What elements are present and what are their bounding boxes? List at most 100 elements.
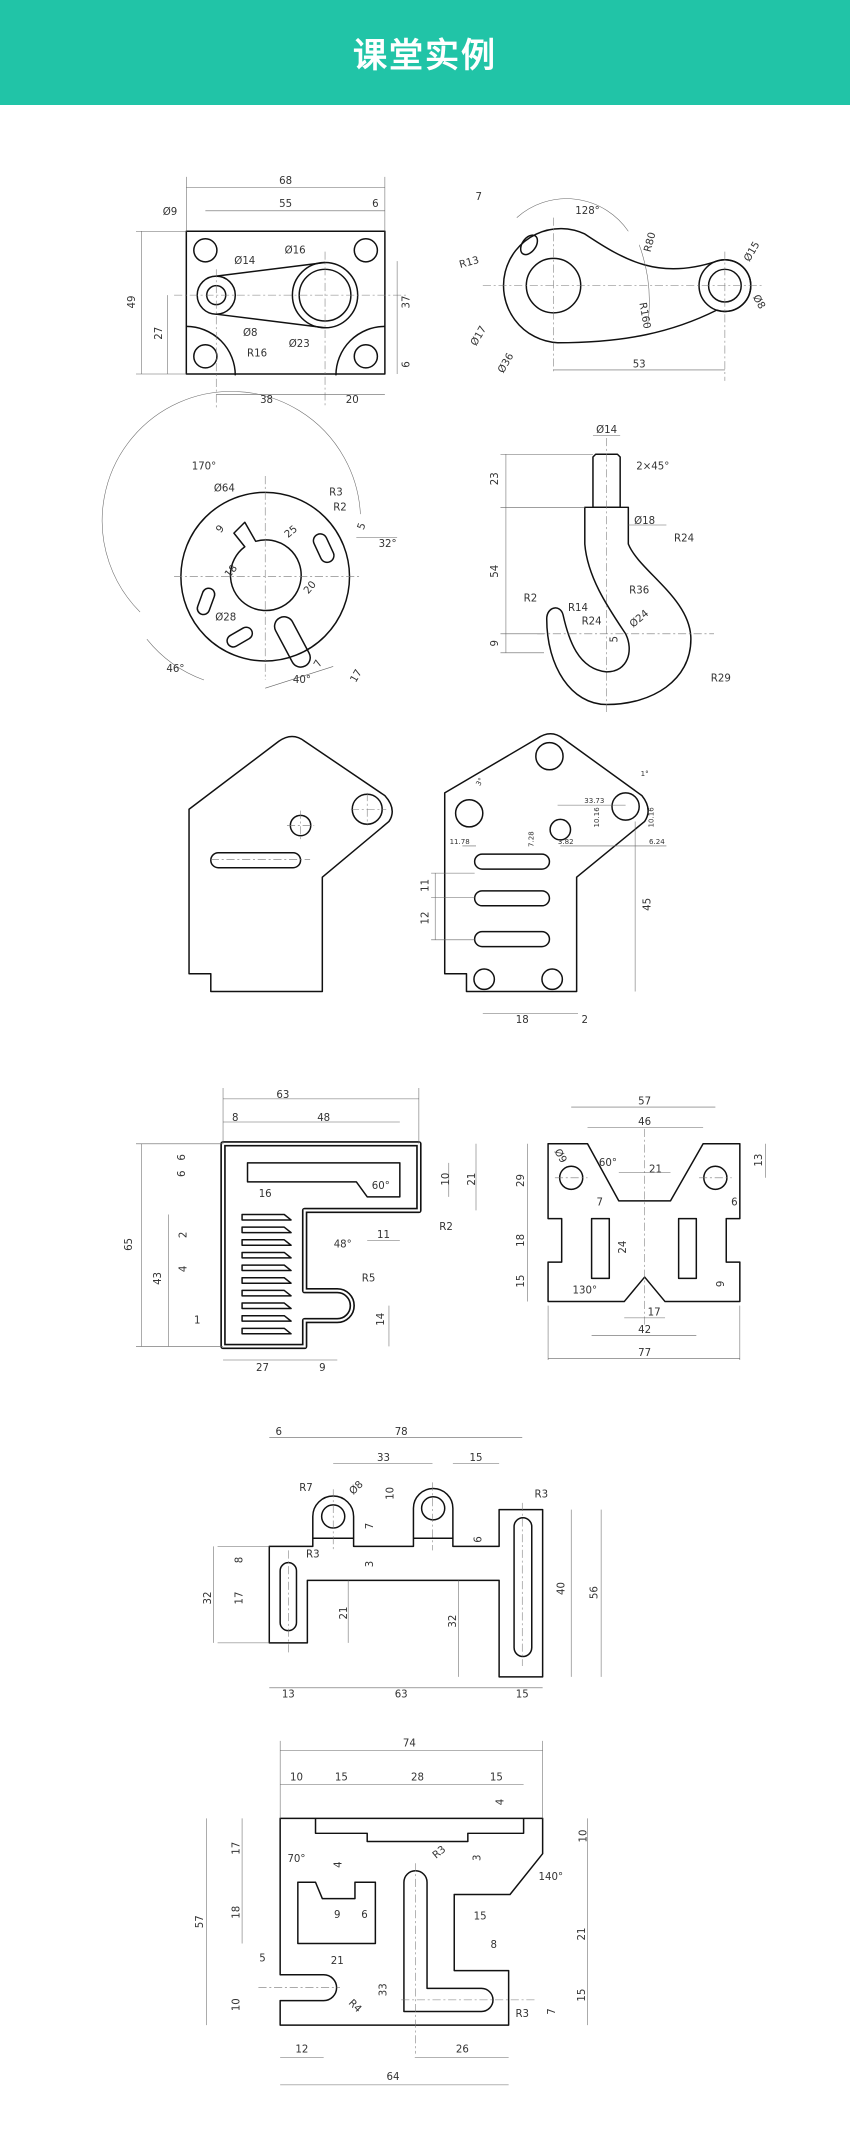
dimension-label: 54 (490, 565, 501, 578)
dimension-label: Ø14 (596, 424, 617, 436)
dimension-label: 15 (516, 1690, 529, 1701)
dimension-label: 33 (379, 1983, 390, 1996)
dimension-label: 128° (575, 206, 600, 217)
dimension-label: 2×45° (636, 462, 669, 473)
dimension-label: 9 (319, 1363, 325, 1374)
dimension-label: 2 (179, 1232, 190, 1238)
dimension-label: 20 (346, 395, 359, 406)
dimension-label: R3 (534, 1490, 548, 1501)
dimension-label: 74 (403, 1739, 416, 1750)
dimension-label: 53 (633, 360, 646, 371)
dimension-label: 15 (335, 1773, 348, 1784)
dimension-label: 7.28 (527, 831, 536, 847)
dimension-label: 12 (295, 2045, 308, 2056)
comb-slot (241, 1302, 292, 1310)
dimension-label: 28 (411, 1773, 424, 1784)
dimension-label: 18 (232, 1906, 243, 1919)
dimension-label: 32° (379, 539, 397, 550)
dimension-label: 16 (259, 1189, 272, 1200)
dimension-label: 18 (516, 1015, 529, 1026)
dimension-label: 170° (192, 462, 217, 473)
dimension-label: Ø14 (234, 255, 255, 267)
dimension-label: 46° (166, 664, 184, 675)
dimension-label: 11 (421, 879, 432, 892)
dimension-label: 25 (283, 524, 300, 541)
dimension-label: R3 (329, 487, 343, 498)
dimension-label: 48° (334, 1239, 352, 1250)
dimension-label: 40 (557, 1582, 568, 1595)
dimension-label: 15 (577, 1989, 588, 2002)
dimension-label: 18 (223, 563, 240, 580)
dimension-label: Ø9 (551, 1147, 569, 1166)
dimension-label: 77 (638, 1348, 651, 1359)
dimension-label: 10 (385, 1487, 396, 1500)
dimension-label: 23 (490, 472, 501, 485)
dimension-label: 9 (716, 1281, 727, 1287)
header-banner: 课堂实例 (0, 0, 850, 105)
dimension-label: 6 (177, 1170, 188, 1176)
dimension-label: 6 (372, 199, 378, 210)
dimension-label: R2 (333, 502, 347, 513)
comb-slot (241, 1289, 292, 1297)
dimension-label: 4 (334, 1861, 345, 1867)
dimension-label: Ø9 (163, 206, 178, 218)
dimension-label: 10 (441, 1173, 452, 1186)
dimension-label: R14 (568, 603, 588, 614)
dimension-label: 6 (276, 1427, 282, 1438)
dimension-label: 3° (474, 776, 486, 787)
comb-slot (241, 1239, 292, 1246)
dimension-label: 33 (377, 1453, 390, 1464)
dimension-label: 42 (638, 1325, 651, 1336)
dimension-label: 15 (516, 1275, 527, 1288)
dimension-label: 8 (234, 1557, 245, 1563)
dimension-label: 32 (448, 1615, 459, 1628)
dimension-label: R4 (346, 1998, 363, 2015)
dimension-label: 78 (395, 1427, 408, 1438)
dimension-label: 6.24 (649, 837, 665, 846)
dimension-label: Ø18 (634, 515, 655, 527)
dimension-label: R24 (674, 534, 694, 545)
dimension-label: Ø8 (243, 327, 258, 339)
dimension-label: 8 (232, 1113, 238, 1124)
dimension-label: 10.16 (646, 807, 655, 828)
dimension-label: 3 (365, 1561, 376, 1567)
dimension-label: 13 (282, 1690, 295, 1701)
dimension-label: 43 (153, 1272, 164, 1285)
dimension-label: 10 (290, 1773, 303, 1784)
dimension-label: 57 (195, 1915, 206, 1928)
dimension-label: Ø28 (215, 611, 236, 623)
dimension-label: Ø17 (468, 324, 489, 348)
dimension-label: 57 (638, 1097, 651, 1108)
dimension-label: 15 (470, 1453, 483, 1464)
dimension-label: 1 (194, 1316, 200, 1327)
dimension-label: 3.82 (558, 837, 574, 846)
dimension-label: 70° (287, 1854, 305, 1865)
dimension-label: 63 (395, 1690, 408, 1701)
dimension-label: Ø8 (347, 1478, 366, 1497)
dimension-label: 130° (573, 1286, 598, 1297)
dimension-label: 2 (582, 1015, 588, 1026)
dimension-label: 33.73 (584, 796, 604, 805)
dimension-label: 64 (387, 2072, 400, 2083)
dimension-label: 48 (317, 1113, 330, 1124)
dimension-label: 45 (642, 898, 653, 911)
dimension-label: 6 (177, 1154, 188, 1160)
dimension-label: 4 (179, 1266, 190, 1272)
comb-slot (241, 1264, 292, 1272)
dimension-label: 4 (495, 1799, 506, 1805)
dimension-label: 8 (490, 1940, 496, 1951)
dimension-label: 17 (648, 1307, 661, 1318)
dimension-label: 7 (547, 2008, 558, 2014)
dimension-label: 18 (516, 1234, 527, 1247)
dimension-label: 17 (234, 1592, 245, 1605)
drawing-hinge-bracket (213, 1437, 602, 1689)
dimension-label: 37 (402, 295, 413, 308)
drawing-bracket-plate-plain (188, 735, 393, 993)
dimension-label: 17 (232, 1842, 243, 1855)
dimension-label: R7 (299, 1483, 313, 1494)
dimension-label: 6 (361, 1910, 367, 1921)
dimension-label: 56 (589, 1586, 600, 1599)
dimension-label: 40° (293, 675, 311, 686)
drawing-comb-plate (136, 1088, 477, 1361)
